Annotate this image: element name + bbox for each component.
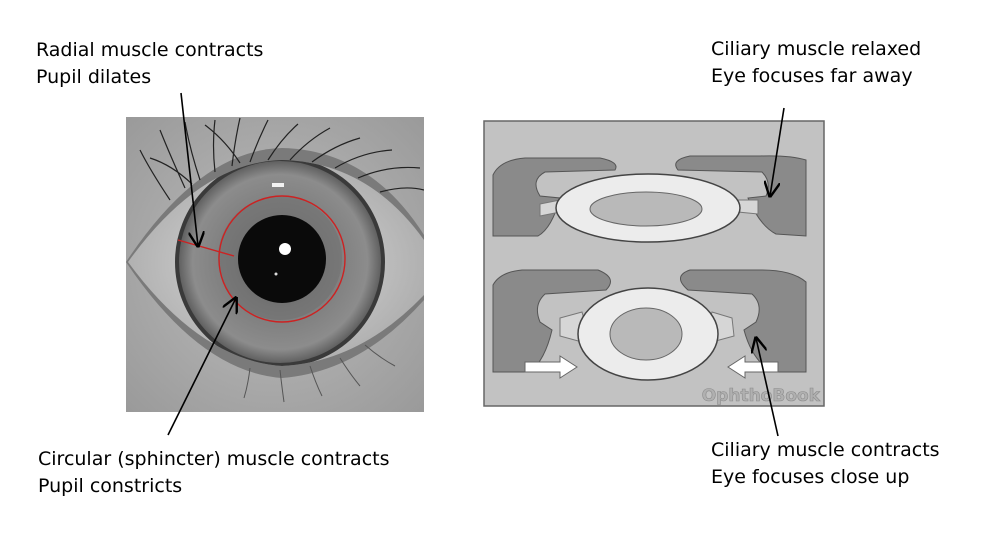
radial-annotation-line: [177, 239, 235, 257]
ciliary-relaxed-line2: Eye focuses far away: [711, 65, 913, 87]
circular-muscle-label: Circular (sphincter) muscle contracts Pu…: [38, 446, 390, 500]
ciliary-muscle-left-top: [492, 157, 617, 237]
lens-nucleus-top: [589, 191, 703, 227]
ciliary-relaxed-label: Ciliary muscle relaxed Eye focuses far a…: [711, 36, 921, 90]
radial-pointer-arrow: [180, 92, 198, 246]
sphincter-annotation-circle: [218, 195, 346, 323]
pupil: [238, 215, 326, 303]
iris-limbus: [175, 160, 385, 366]
lens-diagram: OphthoBook: [483, 120, 825, 407]
pupil-highlight: [279, 243, 291, 255]
lid-highlight: [272, 183, 284, 187]
ciliary-contracts-pointer-arrow: [756, 338, 779, 437]
ciliary-contracts-line2: Eye focuses close up: [711, 466, 910, 488]
circular-muscle-line1: Circular (sphincter) muscle contracts: [38, 448, 390, 470]
ciliary-contracts-label: Ciliary muscle contracts Eye focuses clo…: [711, 437, 940, 491]
lens-nucleus-bottom: [609, 307, 683, 361]
lower-eyelashes: [243, 344, 396, 403]
eye-photo: [126, 117, 424, 412]
upper-eyelashes: [139, 117, 424, 201]
ciliary-contracts-line1: Ciliary muscle contracts: [711, 439, 940, 461]
iris-group: [175, 160, 385, 366]
inward-arrow-right-icon: [727, 355, 779, 379]
radial-muscle-line1: Radial muscle contracts: [36, 39, 264, 61]
pupil-reflection: [274, 272, 278, 276]
circular-muscle-line2: Pupil constricts: [38, 475, 183, 497]
ciliary-relaxed-line1: Ciliary muscle relaxed: [711, 38, 922, 60]
ophthobook-watermark: OphthoBook: [702, 386, 821, 406]
ciliary-muscle-left-bottom: [492, 269, 611, 373]
lens-near-focus: [492, 269, 807, 381]
ciliary-relaxed-pointer-arrow: [770, 107, 785, 196]
radial-muscle-line2: Pupil dilates: [36, 66, 152, 88]
radial-muscle-label: Radial muscle contracts Pupil dilates: [36, 37, 263, 91]
inward-arrow-left-icon: [524, 355, 578, 379]
circular-pointer-arrow: [167, 298, 236, 436]
